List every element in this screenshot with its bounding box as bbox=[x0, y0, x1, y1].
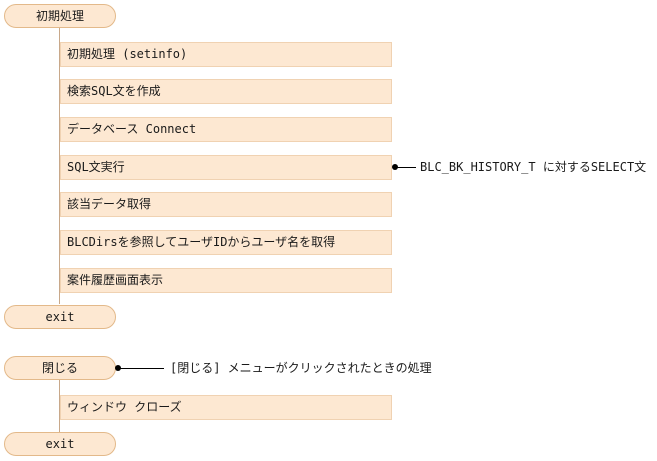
end-terminal-2: exit bbox=[4, 432, 116, 456]
step-init-setinfo: 初期処理 (setinfo) bbox=[60, 42, 392, 67]
flow-line-1 bbox=[59, 28, 60, 304]
start-terminal-init: 初期処理 bbox=[4, 4, 116, 28]
annotation-line-close bbox=[118, 368, 164, 369]
start-terminal-close: 閉じる bbox=[4, 356, 116, 380]
annotation-close-note: [閉じる] メニューがクリックされたときの処理 bbox=[170, 361, 432, 375]
step-execute-sql: SQL文実行 bbox=[60, 155, 392, 180]
annotation-line-sql bbox=[395, 167, 416, 168]
flow-line-2 bbox=[59, 380, 60, 432]
step-lookup-username: BLCDirsを参照してユーザIDからユーザ名を取得 bbox=[60, 230, 392, 255]
step-db-connect: データベース Connect bbox=[60, 117, 392, 142]
step-show-history: 案件履歴画面表示 bbox=[60, 268, 392, 293]
end-terminal-1: exit bbox=[4, 305, 116, 329]
annotation-sql-note: BLC_BK_HISTORY_T に対するSELECT文 bbox=[420, 160, 647, 174]
step-close-window: ウィンドウ クローズ bbox=[60, 395, 392, 420]
step-create-sql: 検索SQL文を作成 bbox=[60, 79, 392, 104]
step-fetch-data: 該当データ取得 bbox=[60, 192, 392, 217]
